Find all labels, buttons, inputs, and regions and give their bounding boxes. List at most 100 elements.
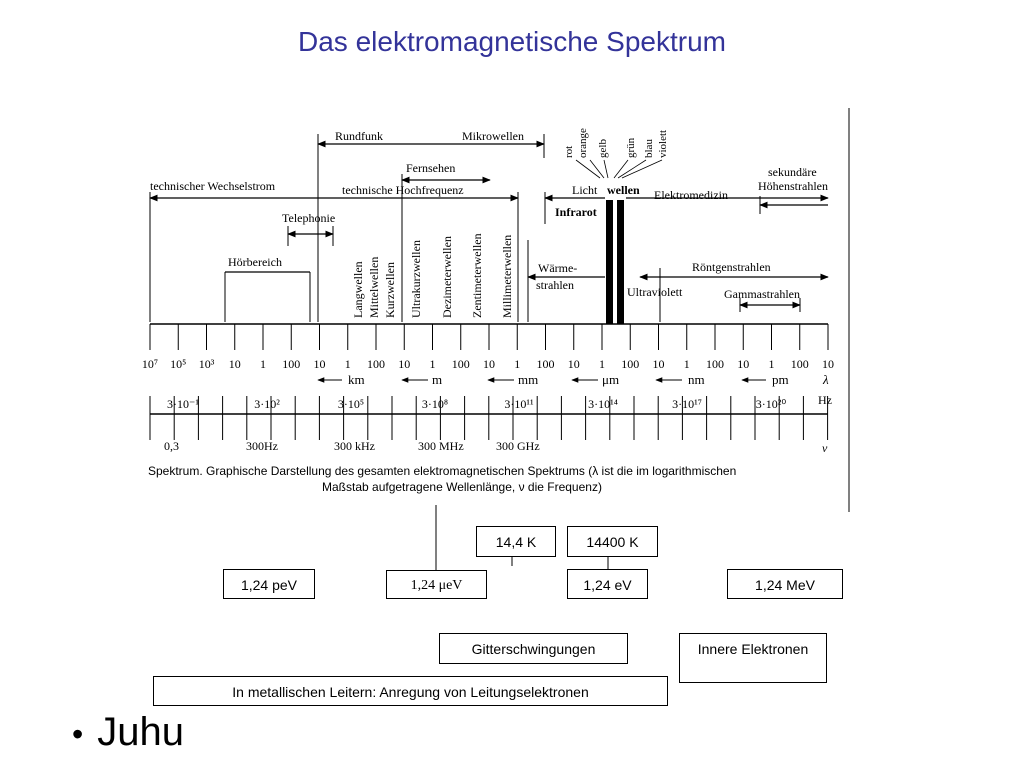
- freq-name-2: 300 kHz: [334, 439, 375, 453]
- freq-name-0: 0,3: [164, 439, 179, 453]
- wavelength-tick-label: 1: [599, 357, 605, 371]
- wavelength-tick-label: 10: [653, 357, 665, 371]
- infrarot-label: Infrarot: [555, 205, 597, 219]
- sekundaer-label-1: sekundäre: [768, 165, 817, 179]
- color-label-violett: violett: [657, 130, 669, 158]
- wavelength-tick-label: 10⁵: [170, 357, 186, 371]
- fernsehen-label: Fernsehen: [406, 161, 455, 175]
- frequency-tick-label: 3·10⁻¹: [167, 397, 199, 411]
- wavelength-tick-label: 10: [398, 357, 410, 371]
- telephonie-label: Telephonie: [282, 211, 335, 225]
- frequency-tick-label: 3·10⁵: [338, 397, 364, 411]
- wavelength-tick-label: 100: [537, 357, 555, 371]
- wavelength-tick-label: 100: [621, 357, 639, 371]
- wavelength-tick-label: 10: [483, 357, 495, 371]
- color-label-orange: orange: [577, 128, 589, 158]
- energy-box-mev: 1,24 MeV: [727, 569, 843, 599]
- unit-pm: pm: [772, 372, 789, 387]
- wavelength-tick-label: 100: [282, 357, 300, 371]
- energy-box-pev: 1,24 peV: [223, 569, 315, 599]
- innere-elektronen-box: Innere Elektronen: [679, 633, 827, 683]
- kurzwellen-label: Kurzwellen: [383, 262, 397, 318]
- waerme-label-1: Wärme-: [538, 261, 577, 275]
- frequency-tick-label: 3·10²: [254, 397, 280, 411]
- frequency-tick-labels: 3·10⁻¹ 3·10² 3·10⁵ 3·10⁸ 3·10¹¹ 3·10¹⁴ 3·10¹⁷ 3…: [167, 397, 786, 411]
- wavelength-tick-label: 10: [229, 357, 241, 371]
- nu-symbol: ν: [822, 441, 828, 455]
- mikrowellen-label: Mikrowellen: [462, 129, 524, 143]
- color-label-gelb: gelb: [597, 139, 609, 158]
- millimeterwellen-label: Millimeterwellen: [500, 235, 514, 318]
- wavelength-tick-label: 10⁷: [142, 357, 158, 371]
- licht-label: Licht: [572, 183, 598, 197]
- unit-mm: mm: [518, 372, 538, 387]
- hz-unit: Hz: [818, 393, 832, 407]
- frequency-tick-label: 3·10¹¹: [504, 397, 534, 411]
- wavelength-tick-label: 10: [568, 357, 580, 371]
- freq-name-3: 300 MHz: [418, 439, 464, 453]
- wavelength-tick-label: 1: [514, 357, 520, 371]
- visible-light-bar: [606, 200, 613, 324]
- freq-name-1: 300Hz: [246, 439, 278, 453]
- wavelength-tick-label: 1: [430, 357, 436, 371]
- freq-name-4: 300 GHz: [496, 439, 540, 453]
- bullet-dot: •: [72, 715, 84, 752]
- wavelength-tick-label: 1: [684, 357, 690, 371]
- bullet-text: Juhu: [97, 710, 184, 754]
- gitterschwingungen-box: Gitterschwingungen: [439, 633, 628, 664]
- figure-caption-line-1: Spektrum. Graphische Darstellung des ges…: [148, 464, 736, 478]
- wavelength-tick-marks: [149, 324, 829, 350]
- hochfrequenz-label: technische Hochfrequenz: [342, 183, 464, 197]
- wavelength-tick-label: 100: [791, 357, 809, 371]
- ultraviolett-label: Ultraviolett: [627, 285, 683, 299]
- lambda-symbol: λ: [822, 372, 829, 387]
- energy-box-uev: 1,24 μeV: [386, 570, 487, 599]
- mittelwellen-label: Mittelwellen: [367, 257, 381, 318]
- wavelength-tick-label: 10³: [199, 357, 215, 371]
- leitungselektronen-box: In metallischen Leitern: Anregung von Le…: [153, 676, 668, 706]
- frequency-tick-label: 3·10⁸: [422, 397, 448, 411]
- rundfunk-label: Rundfunk: [335, 129, 383, 143]
- color-label-rot: rot: [563, 146, 575, 158]
- wavelength-tick-label: 100: [706, 357, 724, 371]
- wellen-label: wellen: [607, 183, 640, 197]
- energy-box-ev: 1,24 eV: [567, 569, 648, 599]
- wavelength-tick-label: 100: [367, 357, 385, 371]
- dezimeterwellen-label: Dezimeterwellen: [440, 236, 454, 318]
- frequency-tick-label: 3·10¹⁷: [672, 397, 702, 411]
- wavelength-tick-label: 10: [314, 357, 326, 371]
- unit-um: μm: [602, 372, 619, 387]
- wavelength-tick-label: 1: [345, 357, 351, 371]
- temp-box-14400k: 14400 K: [567, 526, 658, 557]
- unit-nm: nm: [688, 372, 705, 387]
- wavelength-tick-label: 1: [769, 357, 775, 371]
- frequency-tick-label: 3·10²⁰: [756, 397, 787, 411]
- wavelength-tick-label: 10: [737, 357, 749, 371]
- bullet-item: • Juhu: [72, 710, 184, 755]
- slide-title: Das elektromagnetische Spektrum: [298, 26, 726, 57]
- roentgen-label: Röntgenstrahlen: [692, 260, 771, 274]
- frequency-tick-marks: [149, 396, 829, 440]
- wavelength-tick-labels: 10⁷ 10⁵ 10³ 10 1 100 10 1 100 10 1 100 10 1 100 10 1 100 1…: [142, 357, 834, 371]
- ultrakurzwellen-label: Ultrakurzwellen: [409, 240, 423, 318]
- wavelength-tick-label: 1: [260, 357, 266, 371]
- figure-caption-line-2: Maßstab aufgetragene Wellenlänge, ν die …: [322, 480, 602, 494]
- sekundaer-label-2: Höhenstrahlen: [758, 179, 828, 193]
- elektromedizin-label: Elektromedizin: [654, 188, 728, 202]
- langwellen-label: Langwellen: [351, 261, 365, 318]
- wavelength-tick-label: 10: [822, 357, 834, 371]
- waerme-label-2: strahlen: [536, 278, 574, 292]
- visible-light-bar: [617, 200, 624, 324]
- temp-box-14-4k: 14,4 K: [476, 526, 556, 557]
- unit-km: km: [348, 372, 365, 387]
- wechselstrom-label: technischer Wechselstrom: [150, 179, 276, 193]
- zentimeterwellen-label: Zentimeterwellen: [470, 233, 484, 318]
- color-label-gruen: grün: [625, 137, 637, 158]
- hoerbereich-label: Hörbereich: [228, 255, 282, 269]
- unit-m: m: [432, 372, 442, 387]
- color-label-blau: blau: [643, 139, 655, 158]
- wavelength-tick-label: 100: [452, 357, 470, 371]
- frequency-tick-label: 3·10¹⁴: [588, 397, 618, 411]
- gamma-label: Gammastrahlen: [724, 287, 800, 301]
